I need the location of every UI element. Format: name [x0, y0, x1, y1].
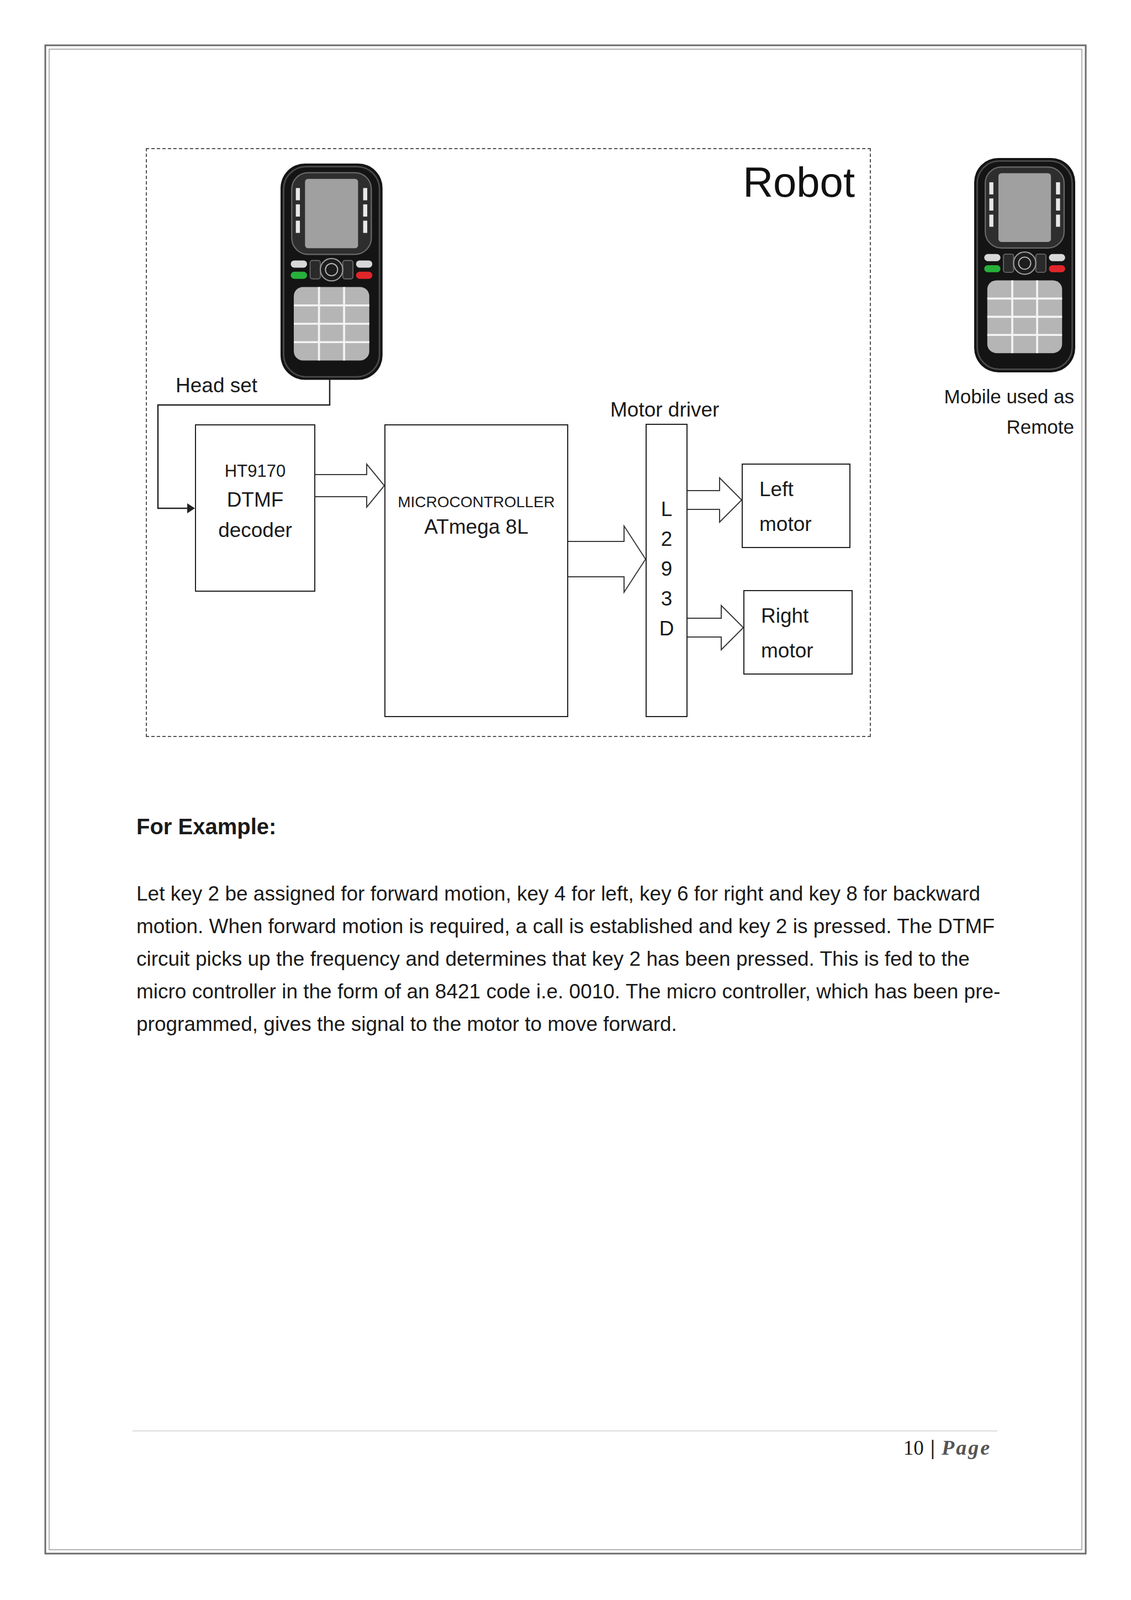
remote-phone	[974, 157, 1076, 373]
microcontroller-box: MICROCONTROLLERATmega 8L	[384, 424, 569, 717]
node-text: ATmega 8L	[392, 512, 561, 542]
headset-label: Head set	[175, 374, 258, 398]
decoder-box: HT9170DTMF decoder	[194, 424, 316, 592]
remote-label: Mobile used as Remote	[936, 381, 1075, 442]
node-heading: Robot	[742, 160, 855, 205]
robot-phone	[280, 163, 383, 380]
node-heading: MICROCONTROLLER	[392, 490, 561, 513]
node-heading: Right motor	[760, 598, 839, 668]
section-heading: For Example:	[136, 812, 277, 840]
footer-rule	[132, 1429, 998, 1431]
robot-enclosure: RobotHT9170DTMF decoder MICROCONTROLLERAT…	[145, 148, 871, 737]
node-heading: HT9170	[201, 458, 309, 485]
hollow-arrow	[315, 463, 385, 507]
hollow-arrow	[568, 525, 646, 593]
page-border	[49, 49, 1082, 1550]
motor-box: Left motor	[741, 463, 851, 548]
page-number: 10	[903, 1435, 924, 1460]
page-footer: 10|Page	[770, 1434, 992, 1460]
wire-arrowhead	[187, 503, 195, 514]
page-border	[45, 45, 1086, 1553]
motor-driver-bar: Motor driverL293D	[645, 423, 688, 717]
body-paragraph: Let key 2 be assigned for forward motion…	[136, 876, 1004, 1040]
node-heading: Left motor	[759, 471, 837, 542]
node-text: DTMF decoder	[201, 484, 309, 546]
page-word: Page	[941, 1434, 992, 1460]
node-heading: Motor driver	[610, 398, 720, 422]
hollow-arrow	[687, 605, 744, 650]
motor-box: Right motor	[743, 589, 853, 675]
hollow-arrow	[687, 477, 742, 522]
node-text: L293D	[656, 494, 678, 644]
page-separator: |	[930, 1435, 935, 1460]
